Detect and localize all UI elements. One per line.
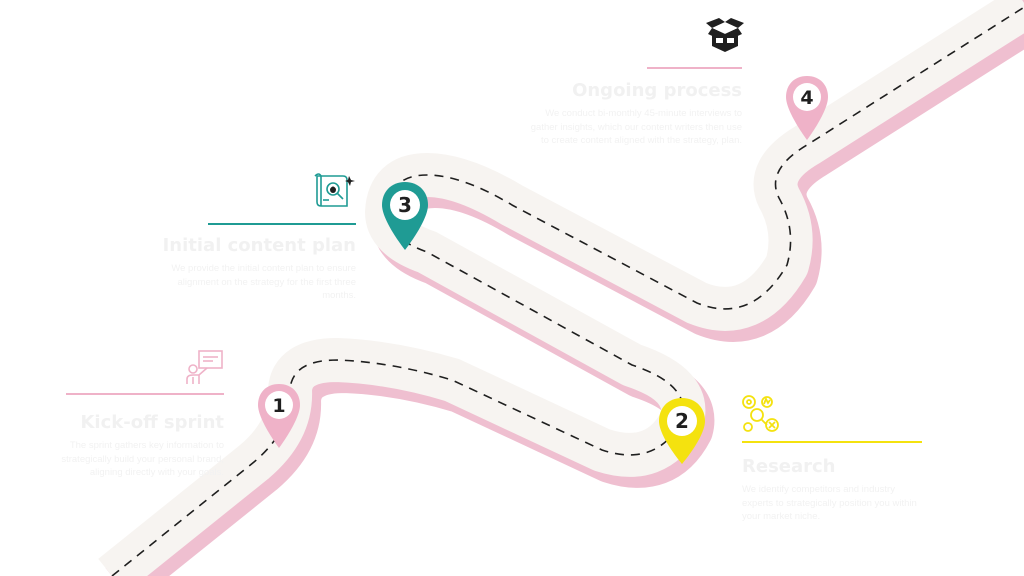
pin-step-1: 1 [258, 384, 300, 448]
step-3-block: Initial content plan We provide the init… [150, 223, 356, 303]
pin-number-4: 4 [800, 87, 813, 109]
step-2-block: Research We identify competitors and ind… [742, 441, 932, 524]
step-1-title: Kick-off sprint [80, 412, 224, 433]
open-box-icon [706, 18, 744, 52]
step-2-title: Research [742, 456, 836, 477]
step-3-rule [208, 223, 356, 225]
step-3-description: We provide the initial content plan to e… [171, 263, 356, 301]
step-1-rule [66, 393, 224, 395]
step-3-title: Initial content plan [162, 235, 356, 256]
step-4-title: Ongoing process [572, 80, 742, 101]
pin-number-2: 2 [675, 409, 689, 433]
research-gears-icon [742, 395, 779, 432]
pin-number-1: 1 [272, 395, 285, 417]
pin-number-3: 3 [398, 193, 412, 217]
step-4-description: We conduct bi-monthly 45-minute intervie… [530, 108, 742, 146]
step-4-rule [647, 67, 742, 69]
content-plan-icon [314, 173, 355, 207]
pin-step-4: 4 [786, 76, 828, 140]
step-1-description: The sprint gathers key information to st… [61, 440, 224, 478]
pin-step-3: 3 [382, 182, 428, 250]
step-4-block: Ongoing process We conduct bi-monthly 45… [530, 67, 742, 148]
pin-step-2: 2 [659, 398, 705, 464]
step-1-block: Kick-off sprint The sprint gathers key i… [30, 393, 224, 480]
step-2-description: We identify competitors and industry exp… [742, 484, 917, 522]
step-2-rule [742, 441, 922, 443]
presentation-icon [186, 350, 223, 384]
